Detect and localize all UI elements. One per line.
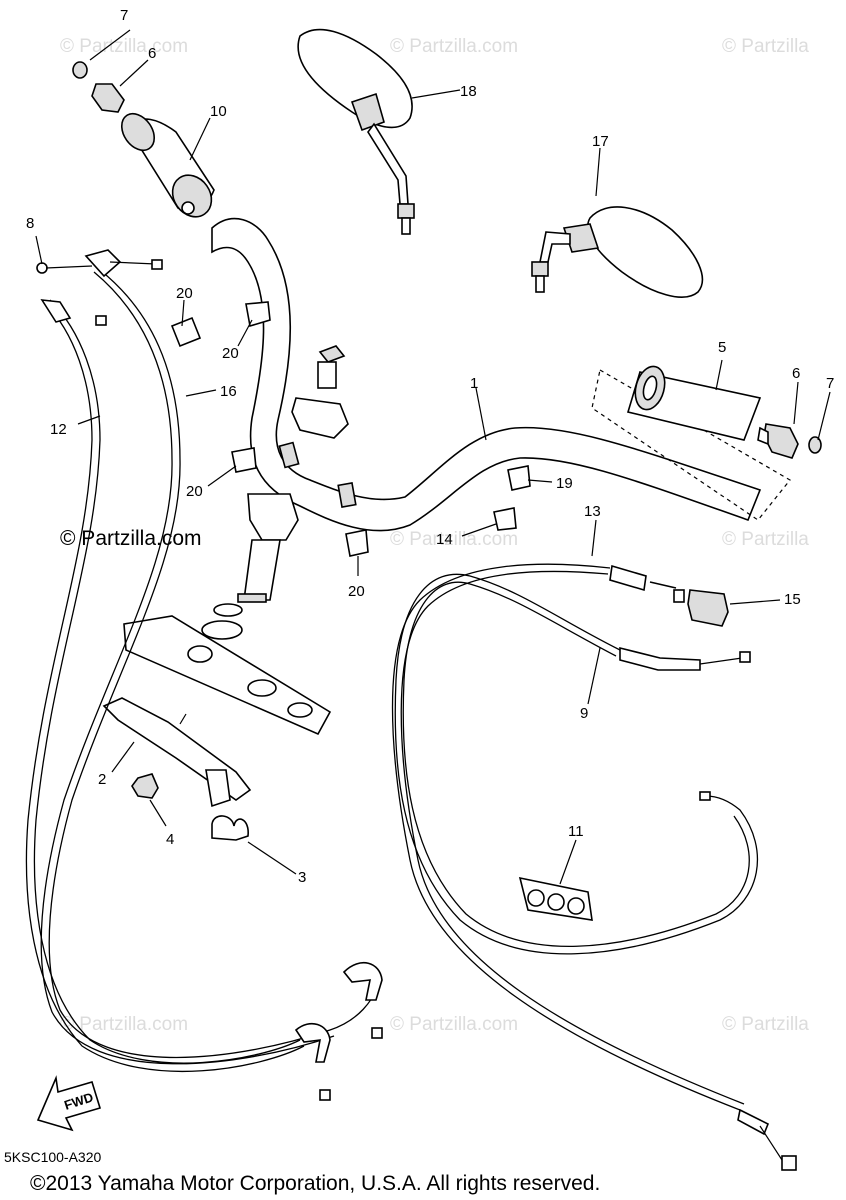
callout-label: 11 <box>568 823 584 840</box>
cable-adjuster <box>673 589 729 627</box>
callout-label: 14 <box>436 531 453 548</box>
watermark: © Partzilla.com <box>60 1014 188 1035</box>
callout-label: 19 <box>556 475 573 492</box>
bar-end-left <box>72 61 125 113</box>
callout-label: 17 <box>592 133 609 150</box>
callout-label: 20 <box>348 583 365 600</box>
nut <box>131 773 159 799</box>
copyright-text: ©2013 Yamaha Motor Corporation, U.S.A. A… <box>30 1172 600 1195</box>
upper-bracket <box>123 615 332 736</box>
callout-label: 3 <box>298 869 306 886</box>
cable-guide <box>102 697 252 808</box>
watermark: © Partzilla.com <box>60 36 188 57</box>
callout-label: 20 <box>222 345 239 362</box>
callout-label: 20 <box>186 483 203 500</box>
callout-label: 12 <box>50 421 67 438</box>
callout-label: 8 <box>26 215 34 232</box>
callout-label: 9 <box>580 705 588 722</box>
callout-label: 16 <box>220 383 237 400</box>
callout-label: 1 <box>470 375 478 392</box>
cable-clamps <box>170 301 531 557</box>
clutch-cables <box>391 563 797 1171</box>
mirror-left <box>297 28 415 235</box>
callout-label: 10 <box>210 103 227 120</box>
callout-label: 13 <box>584 503 601 520</box>
callout-label: 7 <box>826 375 834 392</box>
watermark: © Partzilla.com <box>390 529 518 550</box>
callout-label: 15 <box>784 591 801 608</box>
callout-label: 4 <box>166 831 174 848</box>
diagram-code: 5KSC100-A320 <box>4 1149 102 1165</box>
fwd-arrow: FWD <box>36 1075 102 1132</box>
watermark: © Partzilla <box>722 1014 809 1035</box>
callout-labels: 7 6 10 18 17 5 6 7 1 8 20 20 16 12 20 20… <box>26 7 834 886</box>
clamp-small <box>211 815 249 841</box>
callout-label: 2 <box>98 771 106 788</box>
watermark: © Partzilla <box>722 529 809 550</box>
left-grip <box>120 112 215 218</box>
throttle-cables <box>25 249 383 1101</box>
callout-label: 6 <box>148 45 156 62</box>
leader-lines <box>35 29 831 885</box>
watermark-large: © Partzilla.com <box>60 527 202 550</box>
callout-label: 6 <box>792 365 800 382</box>
mirror-right <box>531 206 704 298</box>
right-grip <box>591 365 791 521</box>
watermark-layer: © Partzilla.com © Partzilla.com © Partzi… <box>60 36 809 1035</box>
callout-label: 5 <box>718 339 726 356</box>
watermark: © Partzilla <box>722 36 809 57</box>
bar-end-right <box>757 423 822 459</box>
handlebar <box>211 217 762 532</box>
callout-label: 18 <box>460 83 477 100</box>
cable-holder <box>518 876 593 921</box>
callout-label: 7 <box>120 7 128 24</box>
watermark: © Partzilla.com <box>390 36 518 57</box>
watermark: © Partzilla.com <box>390 1014 518 1035</box>
callout-label: 20 <box>176 285 193 302</box>
handlebar-holder <box>201 345 349 640</box>
